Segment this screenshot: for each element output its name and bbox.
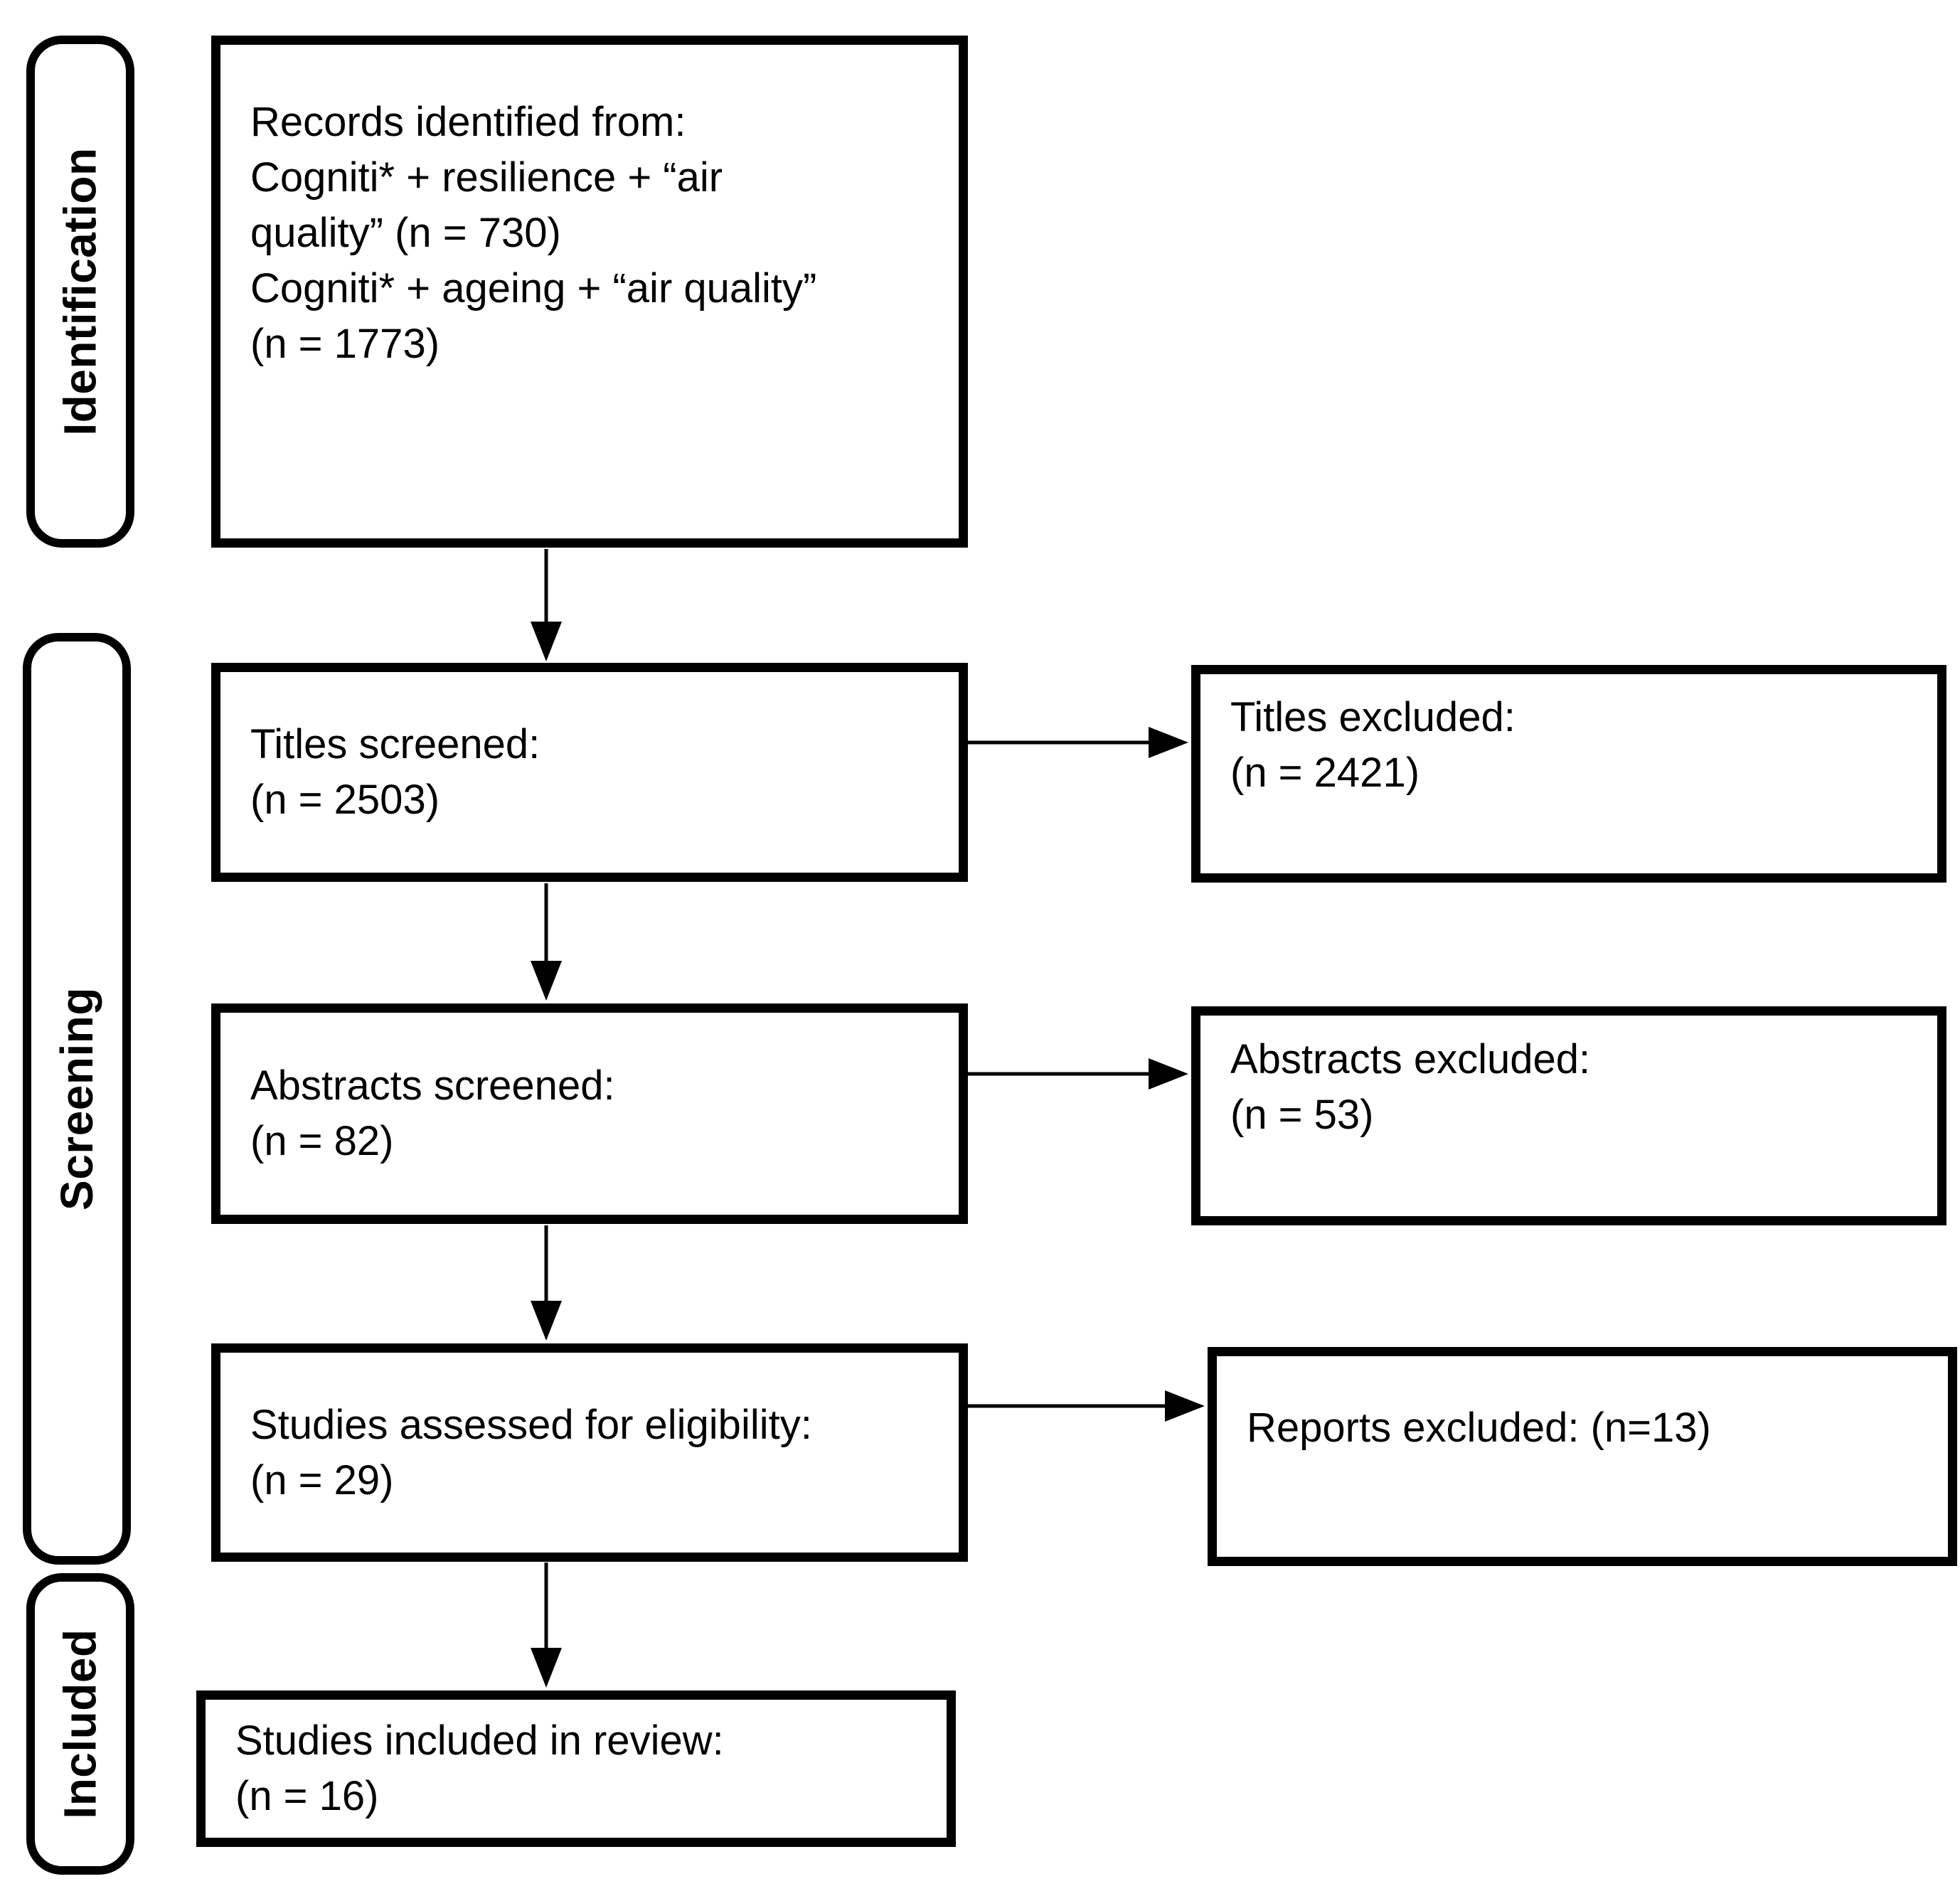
box-titles-excluded-text: Titles excluded: (n = 2421) <box>1230 694 1516 796</box>
box-abstracts-screened-text: Abstracts screened: (n = 82) <box>250 1063 615 1164</box>
box-titles-screened-text: Titles screened: (n = 2503) <box>250 721 540 823</box>
arrow-records-to-titles-screened <box>531 549 562 661</box>
arrow-abstracts-to-assessed <box>531 1225 562 1341</box>
arrow-titles-screened-to-excluded <box>967 727 1188 758</box>
stage-included-label: Included <box>55 1629 106 1819</box>
box-titles-excluded: Titles excluded: (n = 2421) <box>1191 665 1946 883</box>
box-records-identified-text: Records identified from: Cogniti* + resi… <box>250 99 817 367</box>
arrow-abstracts-screened-to-excluded <box>967 1058 1188 1090</box>
box-abstracts-excluded-text: Abstracts excluded: (n = 53) <box>1230 1036 1591 1138</box>
stage-identification-label: Identification <box>55 147 106 436</box>
stage-identification: Identification <box>26 36 134 548</box>
stage-screening: Screening <box>23 633 131 1565</box>
stage-included: Included <box>26 1573 134 1875</box>
box-studies-assessed: Studies assessed for eligibility: (n = 2… <box>211 1343 968 1562</box>
arrow-assessed-to-reports-excluded <box>967 1390 1205 1422</box>
stage-screening-label: Screening <box>51 987 102 1210</box>
box-reports-excluded: Reports excluded: (n=13) <box>1208 1347 1957 1566</box>
arrow-titles-to-abstracts <box>531 883 562 1001</box>
box-abstracts-excluded: Abstracts excluded: (n = 53) <box>1191 1006 1946 1225</box>
box-titles-screened: Titles screened: (n = 2503) <box>211 663 968 882</box>
box-abstracts-screened: Abstracts screened: (n = 82) <box>211 1003 968 1224</box>
box-studies-assessed-text: Studies assessed for eligibility: (n = 2… <box>250 1401 812 1503</box>
box-studies-included-text: Studies included in review: (n = 16) <box>235 1718 724 1819</box>
box-records-identified: Records identified from: Cogniti* + resi… <box>211 36 968 548</box>
arrow-assessed-to-included <box>531 1562 562 1688</box>
box-reports-excluded-text: Reports excluded: (n=13) <box>1247 1405 1711 1451</box>
box-studies-included: Studies included in review: (n = 16) <box>196 1690 956 1847</box>
